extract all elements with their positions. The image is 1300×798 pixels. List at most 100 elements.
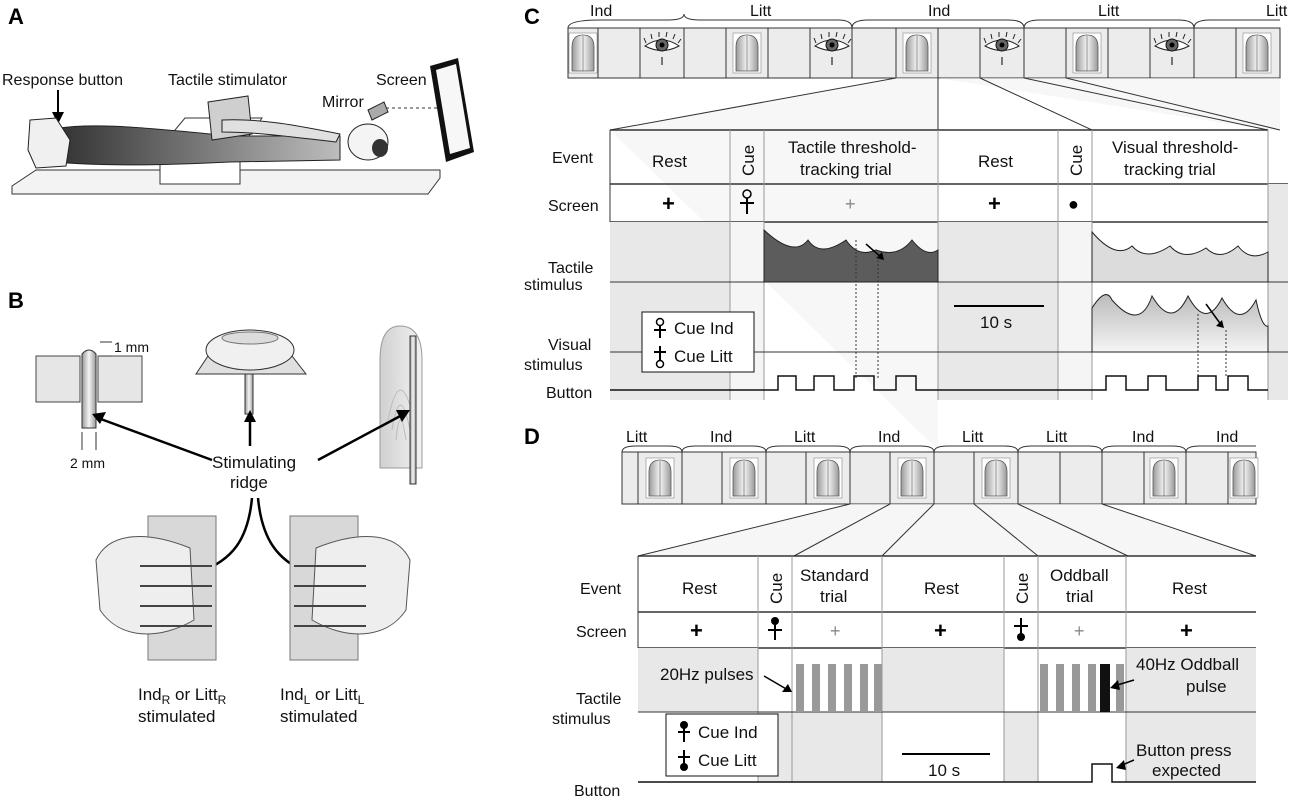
c-strip-arch-3	[902, 32, 932, 74]
panel-b: B 1 mm 2 mm Stimulating ridge	[8, 288, 423, 726]
d-oddball-label-2: pulse	[1186, 677, 1227, 696]
d-rest2-gray	[882, 648, 1004, 712]
c-legend-litt: Cue Litt	[674, 347, 733, 366]
d-top-label-3: Litt	[794, 429, 816, 446]
c-zoom-line-4	[1023, 77, 1269, 131]
c-visual-arrow	[1205, 303, 1223, 327]
ridge-block-left	[35, 355, 81, 403]
c-strip-arch-4	[1072, 32, 1102, 74]
d-brackets	[621, 445, 1256, 453]
panel-label-c: C	[524, 4, 540, 29]
d-scale-label: 10 s	[928, 761, 960, 780]
right-stimulated-line1: IndR or LittR	[138, 685, 227, 707]
c-screen-cue1-symbol	[740, 189, 754, 214]
ridge-beside-finger	[409, 335, 417, 485]
d-event-rest3: Rest	[1172, 579, 1207, 598]
subject-feet	[27, 117, 71, 169]
d-rest3-gray	[1126, 648, 1256, 712]
c-legend-litt-symbol	[654, 346, 666, 369]
arrow-to-finger-head	[396, 410, 410, 422]
ridge-block-right	[97, 355, 143, 403]
c-tactile-tracking-trace	[763, 228, 939, 283]
c-top-label-2: Litt	[750, 3, 772, 20]
d-rest3-lower-gray	[1126, 712, 1256, 782]
d-button-press-1: Button press	[1136, 741, 1231, 760]
d-cue1-lower-gray	[758, 712, 882, 782]
c-zoom-wedge-right	[938, 78, 1280, 130]
d-row-event: Event	[580, 581, 621, 598]
d-oddball-arrow-head	[1110, 680, 1120, 690]
d-20hz-arrow-head	[782, 684, 792, 692]
panel-label-b: B	[8, 288, 24, 313]
c-row-visual-2: stimulus	[524, 357, 583, 374]
d-zoom-line-5	[1017, 503, 1129, 557]
arrow-to-ridge-head	[244, 410, 256, 422]
d-20hz-label: 20Hz pulses	[660, 665, 754, 684]
d-screen-rest2-symbol: +	[934, 618, 947, 643]
screen-label-a: Screen	[376, 72, 427, 89]
projection-screen-surface	[436, 64, 470, 154]
d-event-rest2: Rest	[924, 579, 959, 598]
d-zoom-line-1	[637, 503, 851, 557]
d-screen-rest1-symbol: +	[690, 618, 703, 643]
d-top-label-4: Ind	[878, 429, 900, 446]
d-event-standard-1: Standard	[800, 566, 869, 585]
c-strip-frames	[597, 28, 1237, 78]
d-strip-frames	[637, 452, 1229, 504]
d-button-trace	[638, 763, 1256, 783]
c-legend-ind: Cue Ind	[674, 319, 734, 338]
d-strip-arch-3	[813, 457, 843, 499]
c-row-screen: Screen	[548, 198, 599, 215]
c-legend-ind-symbol	[654, 317, 666, 338]
arrow-to-finger	[317, 412, 405, 462]
c-row-event: Event	[552, 150, 593, 167]
panel-a: A Response button Tactile stimulator Scr…	[2, 4, 474, 195]
d-button-press-2: expected	[1152, 761, 1221, 780]
d-strip-arch-1	[645, 457, 675, 499]
dim-2mm-label: 2 mm	[70, 455, 105, 471]
c-event-tactile-trial-2: tracking trial	[800, 160, 892, 179]
response-arrow-head	[52, 112, 64, 124]
panel-label-a: A	[8, 4, 24, 29]
c-bracket-4	[1193, 19, 1280, 29]
d-legend-litt: Cue Litt	[698, 751, 757, 770]
d-row-screen: Screen	[576, 624, 627, 641]
right-stimulated-line2: stimulated	[138, 707, 215, 726]
c-strip-arch-2	[732, 32, 762, 74]
c-legend-box	[641, 311, 755, 373]
d-event-oddball-1: Oddball	[1050, 566, 1109, 585]
mirror-label: Mirror	[322, 94, 364, 111]
c-screen-cue2-symbol: ●	[1068, 194, 1079, 214]
d-oddball-pulse-40hz	[1100, 664, 1110, 712]
d-legend-ind-symbol	[678, 721, 690, 742]
c-row-tactile-1: Tactile	[548, 260, 593, 277]
mirror-shape	[367, 101, 389, 121]
d-zoom-line-6	[1101, 503, 1257, 557]
d-20hz-arrow	[763, 675, 789, 691]
left-stimulated-line1: IndL or LittL	[280, 685, 365, 707]
c-strip-arch-5	[1242, 32, 1272, 74]
c-row-button: Button	[546, 385, 592, 402]
c-tactile-visual-trial-trace	[1091, 230, 1269, 283]
d-event-cue2: Cue	[1013, 573, 1032, 604]
d-cue2-lower-gray	[1004, 712, 1038, 782]
c-row-visual-1: Visual	[548, 337, 591, 354]
d-screen-trial1-symbol: +	[830, 621, 841, 641]
stimulating-ridge-label-2: ridge	[230, 473, 268, 492]
d-zoom-line-3	[881, 503, 935, 557]
panel-d: D Litt Ind Litt Ind	[524, 424, 1259, 798]
d-strip-arch-5	[981, 457, 1011, 499]
panel-c: C	[524, 3, 1288, 450]
d-strip-arch-6	[1149, 457, 1179, 499]
d-top-label-2: Ind	[710, 429, 732, 446]
c-event-cue2: Cue	[1067, 145, 1086, 176]
d-zoom-line-2	[793, 503, 891, 557]
panel-label-d: D	[524, 424, 540, 449]
d-oddball-label-1: 40Hz Oddball	[1136, 655, 1239, 674]
d-row-tactile-1: Tactile	[576, 691, 621, 708]
d-zoom-wedge	[638, 504, 1256, 556]
c-screen-trial-symbol: +	[845, 194, 856, 214]
tactile-stimulator-label: Tactile stimulator	[168, 72, 288, 89]
c-event-rest2: Rest	[978, 152, 1013, 171]
